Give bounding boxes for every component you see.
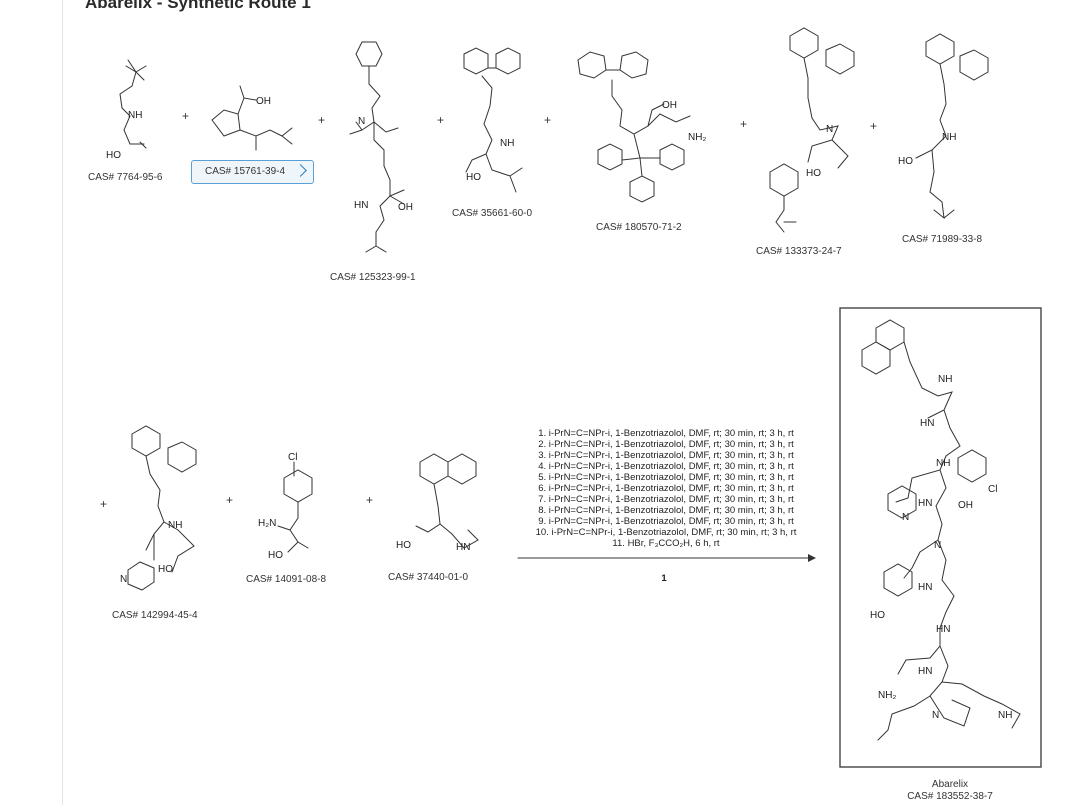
reactant-structure-3 xyxy=(349,41,405,253)
reactant-structure-7 xyxy=(915,33,989,220)
atom-label-ho: HO xyxy=(396,540,411,551)
atom-label-cl: Cl xyxy=(988,484,997,495)
reactant-cas-label: CAS# 180570-71-2 xyxy=(596,222,682,233)
atom-label-oh: OH xyxy=(662,100,677,111)
condition-line: 3. i-PrN=C=NPr-i, 1-Benzotriazolol, DMF,… xyxy=(538,450,794,461)
reactant-structure-10 xyxy=(415,453,479,549)
reactant-cas-label: CAS# 35661-60-0 xyxy=(452,208,532,219)
condition-line: 11. HBr, F₃CCO₂H, 6 h, rt xyxy=(612,538,720,549)
reactant-cas-label: CAS# 7764-95-6 xyxy=(88,172,163,183)
reactant-cas-label: CAS# 37440-01-0 xyxy=(388,572,468,583)
atom-label-oh: OH xyxy=(256,96,271,107)
atom-label-ho: HO xyxy=(466,172,481,183)
condition-line: 1. i-PrN=C=NPr-i, 1-Benzotriazolol, DMF,… xyxy=(538,428,794,439)
atom-label-ho: HO xyxy=(106,150,121,161)
reactant-cas-label: CAS# 71989-33-8 xyxy=(902,234,982,245)
plus-sign: + xyxy=(226,493,233,507)
atom-label-ho: HO xyxy=(870,610,885,621)
atom-label-ho: HO xyxy=(898,156,913,167)
atom-label-ho: HO xyxy=(268,550,283,561)
atom-label-hn: HN xyxy=(918,666,932,677)
plus-sign: + xyxy=(318,113,325,127)
page-title: Abarelix - Synthetic Route 1 xyxy=(85,0,311,12)
step-number: 1 xyxy=(661,573,667,584)
plus-sign: + xyxy=(740,117,747,131)
plus-sign: + xyxy=(366,493,373,507)
reactant-structure-6 xyxy=(769,27,855,233)
plus-sign: + xyxy=(182,109,189,123)
atom-label-hn: HN xyxy=(936,624,950,635)
reactant-structure-8 xyxy=(127,425,197,591)
atom-label-n: N xyxy=(358,116,365,127)
plus-sign: + xyxy=(437,113,444,127)
product-cas-label: CAS# 183552-38-7 xyxy=(907,791,993,802)
atom-label-hn: HN xyxy=(354,200,368,211)
atom-label-hn: HN xyxy=(918,582,932,593)
reactant-structure-9 xyxy=(277,461,313,553)
atom-label-n: N xyxy=(932,710,939,721)
plus-sign: + xyxy=(100,497,107,511)
atom-label-ho: HO xyxy=(158,564,173,575)
cas-link-button[interactable]: CAS# 15761-39-4 xyxy=(191,160,314,184)
reactant-structure-1 xyxy=(119,59,147,149)
reactant-structure-2 xyxy=(211,85,293,151)
condition-line: 5. i-PrN=C=NPr-i, 1-Benzotriazolol, DMF,… xyxy=(538,472,794,483)
atom-label-hn: HN xyxy=(918,498,932,509)
condition-line: 2. i-PrN=C=NPr-i, 1-Benzotriazolol, DMF,… xyxy=(538,439,794,450)
condition-line: 4. i-PrN=C=NPr-i, 1-Benzotriazolol, DMF,… xyxy=(538,461,794,472)
reactant-structure-5 xyxy=(577,51,691,203)
condition-line: 9. i-PrN=C=NPr-i, 1-Benzotriazolol, DMF,… xyxy=(538,516,794,527)
atom-label-nh: NH xyxy=(936,458,950,469)
cas-link-label: CAS# 15761-39-4 xyxy=(205,166,286,177)
reactant-cas-label: CAS# 14091-08-8 xyxy=(246,574,326,585)
atom-label-cl: Cl xyxy=(288,452,297,463)
condition-line: 6. i-PrN=C=NPr-i, 1-Benzotriazolol, DMF,… xyxy=(538,483,794,494)
reactant-cas-label: CAS# 125323-99-1 xyxy=(330,272,416,283)
atom-label-h2n: H₂N xyxy=(258,518,276,529)
atom-label-n: N xyxy=(826,124,833,135)
atom-label-ho: HO xyxy=(806,168,821,179)
atom-label-oh: OH xyxy=(958,500,973,511)
reactant-cas-label: CAS# 133373-24-7 xyxy=(756,246,842,257)
atom-label-hn: HN xyxy=(456,542,470,553)
atom-label-nh: NH xyxy=(938,374,952,385)
reactant-structure-4 xyxy=(463,47,523,193)
atom-label-nh: NH xyxy=(168,520,182,531)
plus-sign: + xyxy=(870,119,877,133)
atom-label-nh2: NH₂ xyxy=(688,132,706,143)
atom-label-nh2: NH₂ xyxy=(878,690,896,701)
reactant-cas-label: CAS# 142994-45-4 xyxy=(112,610,198,621)
condition-line: 7. i-PrN=C=NPr-i, 1-Benzotriazolol, DMF,… xyxy=(538,494,794,505)
atom-label-nh: NH xyxy=(942,132,956,143)
atom-label-nh: NH xyxy=(998,710,1012,721)
plus-sign: + xyxy=(544,113,551,127)
condition-line: 10. i-PrN=C=NPr-i, 1-Benzotriazolol, DMF… xyxy=(536,527,797,538)
chevron-right-icon xyxy=(294,164,307,177)
atom-label-nh: NH xyxy=(500,138,514,149)
atom-label-oh: OH xyxy=(398,202,413,213)
product-name: Abarelix xyxy=(932,779,968,790)
atom-label-n: N xyxy=(902,512,909,523)
atom-label-nh: NH xyxy=(128,110,142,121)
atom-label-n: N xyxy=(934,540,941,551)
left-divider xyxy=(62,0,63,805)
atom-label-n: N xyxy=(120,574,127,585)
atom-label-hn: HN xyxy=(920,418,934,429)
product-structure xyxy=(861,319,1021,741)
condition-line: 8. i-PrN=C=NPr-i, 1-Benzotriazolol, DMF,… xyxy=(538,505,794,516)
